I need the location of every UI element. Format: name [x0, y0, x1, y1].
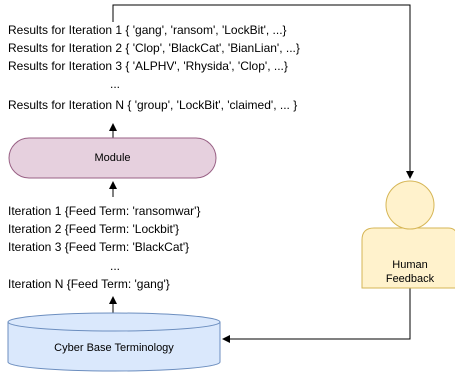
- loop-arrow-to-human: [112, 4, 414, 179]
- module-box: [8, 137, 217, 179]
- arrow-human-to-database: [222, 288, 411, 343]
- database-label: Cyber Base Terminology: [54, 342, 174, 354]
- human-label-line2: Feedback: [385, 273, 435, 285]
- result-line-n: Results for Iteration N { 'group', 'Lock…: [8, 98, 298, 112]
- iteration-line-1: Iteration 1 {Feed Term: 'ransomwar'}: [8, 204, 201, 218]
- result-line-2: Results for Iteration 2 { 'Clop', 'Black…: [8, 41, 300, 55]
- iteration-line-3: Iteration 3 {Feed Term: 'BlackCat'}: [8, 240, 190, 254]
- module-label: Module: [94, 152, 131, 164]
- human-feedback-label: Human Feedback: [362, 256, 455, 288]
- result-line-1: Results for Iteration 1 { 'gang', 'ranso…: [8, 23, 287, 37]
- human-label-line1: Human: [392, 259, 428, 271]
- iteration-ellipsis: ...: [110, 259, 121, 273]
- result-line-3: Results for Iteration 3 { 'ALPHV', 'Rhys…: [8, 59, 288, 73]
- result-ellipsis: ...: [110, 77, 121, 91]
- iteration-line-n: Iteration N {Feed Term: 'gang'}: [8, 277, 170, 291]
- human-actor-icon: [361, 180, 455, 289]
- database-cylinder: [7, 312, 221, 372]
- iteration-line-2: Iteration 2 {Feed Term: 'Lockbit'}: [8, 222, 180, 236]
